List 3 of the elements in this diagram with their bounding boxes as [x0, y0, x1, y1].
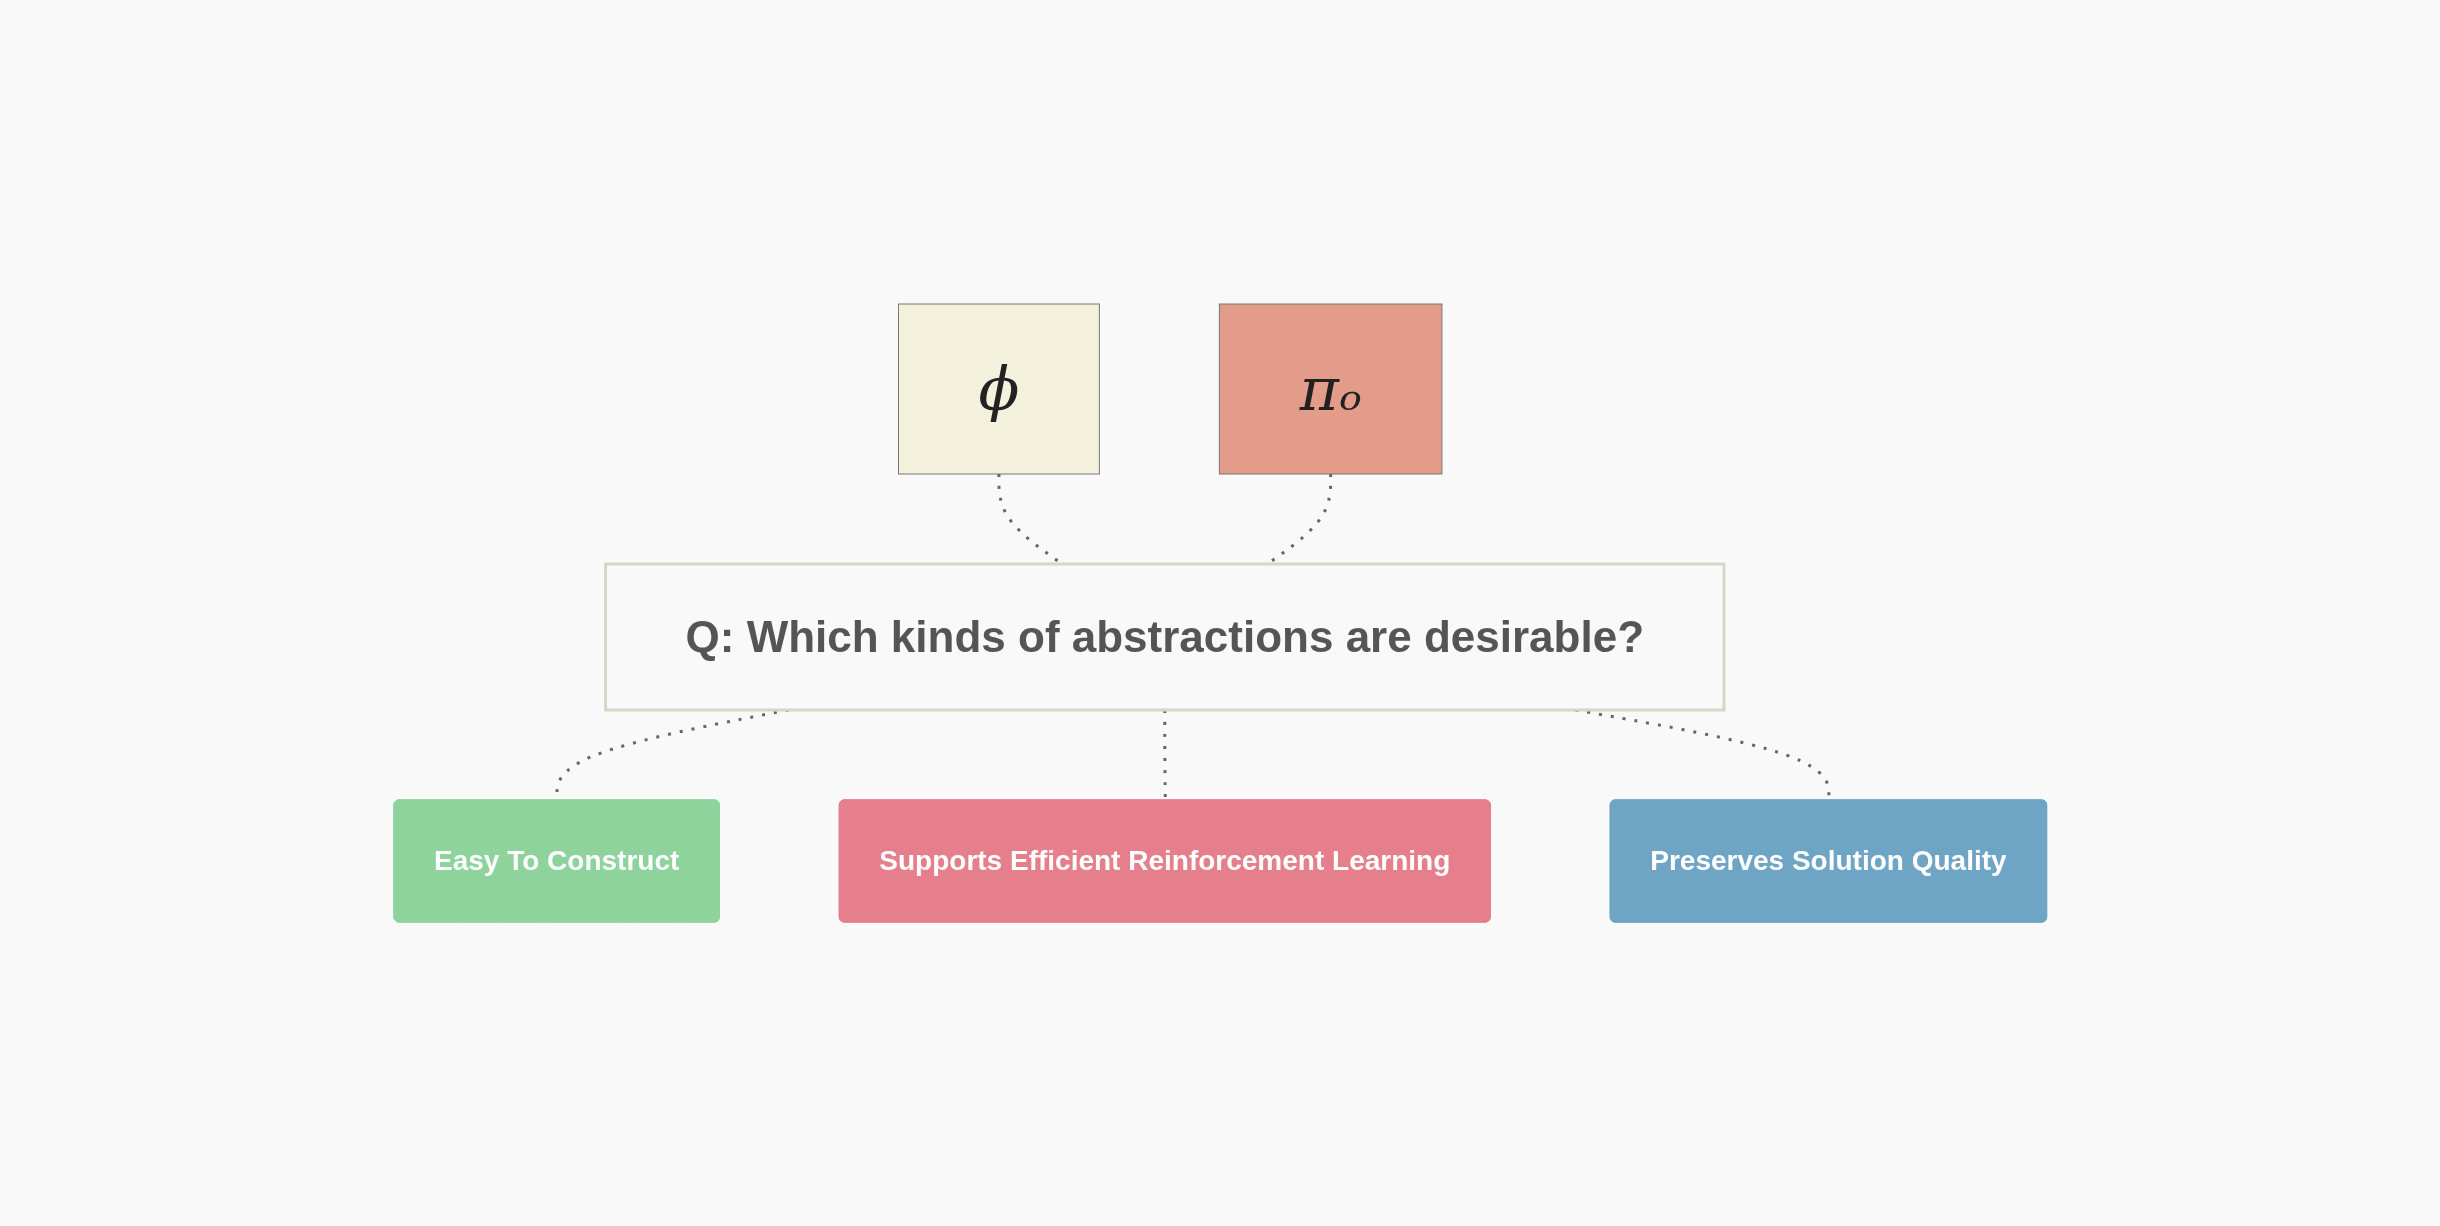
node-box: Q: Which kinds of abstractions are desirable?	[603, 562, 1726, 712]
node-box: ϕ	[897, 303, 1100, 475]
node-box: πₒ	[1218, 303, 1443, 475]
